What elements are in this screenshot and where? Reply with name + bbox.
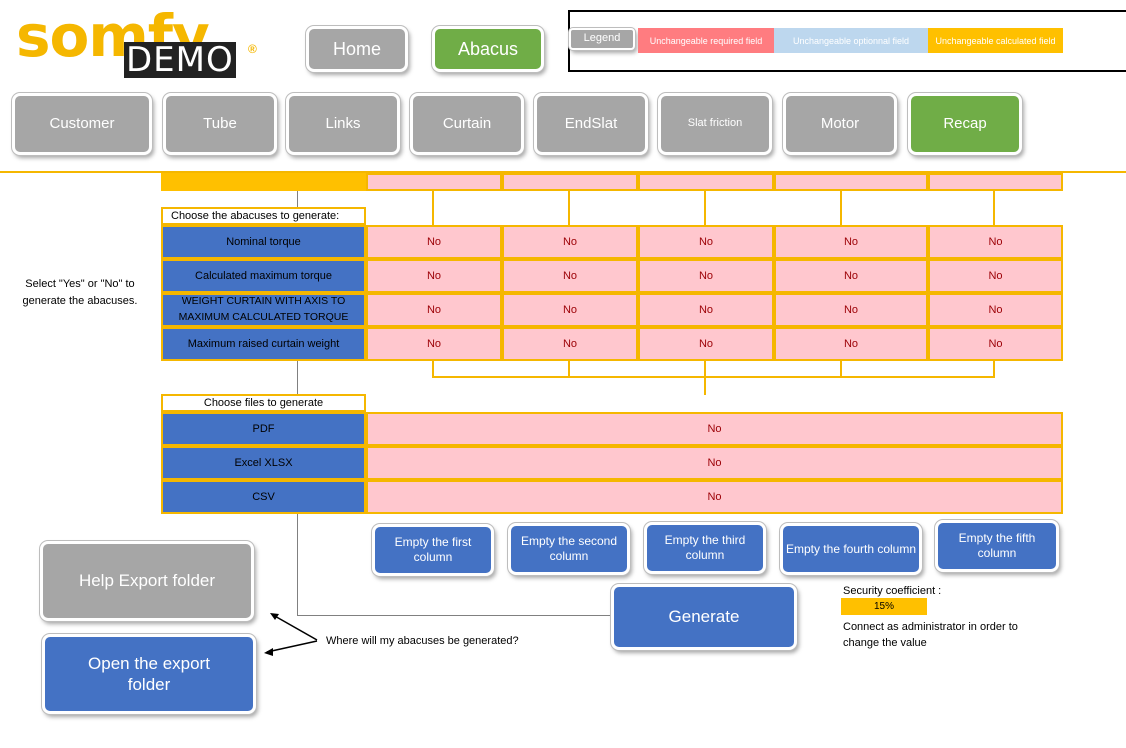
row-label-excel: Excel XLSX xyxy=(161,446,366,480)
separator-line xyxy=(0,171,1126,173)
empty-fourth-column-button[interactable]: Empty the fourth column xyxy=(780,523,922,575)
logo-registered: ® xyxy=(248,42,257,56)
connector xyxy=(432,361,434,378)
tab-motor[interactable]: Motor xyxy=(783,93,897,155)
connector xyxy=(432,376,995,378)
connector xyxy=(840,191,842,225)
connector xyxy=(993,191,995,225)
empty-third-column-button[interactable]: Empty the third column xyxy=(644,522,766,574)
help-export-folder-button[interactable]: Help Export folder xyxy=(40,541,254,621)
top-strip-cell xyxy=(366,173,502,191)
legend-button[interactable]: Legend xyxy=(569,28,635,50)
max-raised-weight-col4[interactable]: No xyxy=(774,327,928,361)
weight-curtain-col5[interactable]: No xyxy=(928,293,1063,327)
security-coefficient-label: Security coefficient : xyxy=(843,585,942,597)
flow-line xyxy=(297,514,298,616)
flow-line xyxy=(297,191,298,209)
row-label-weight-curtain: WEIGHT CURTAIN WITH AXIS TO MAXIMUM CALC… xyxy=(161,293,366,327)
nominal-torque-col5[interactable]: No xyxy=(928,225,1063,259)
empty-second-column-button[interactable]: Empty the second column xyxy=(508,523,630,575)
tab-links[interactable]: Links xyxy=(286,93,400,155)
connector xyxy=(568,361,570,378)
somfy-logo: somfy DEMO ® xyxy=(16,2,266,80)
calc-max-torque-col4[interactable]: No xyxy=(774,259,928,293)
row-label-nominal-torque: Nominal torque xyxy=(161,225,366,259)
row-label-max-raised-curtain-weight: Maximum raised curtain weight xyxy=(161,327,366,361)
nominal-torque-col2[interactable]: No xyxy=(502,225,638,259)
logo-demo: DEMO xyxy=(124,40,236,80)
connector xyxy=(840,361,842,378)
calc-max-torque-col5[interactable]: No xyxy=(928,259,1063,293)
weight-curtain-col1[interactable]: No xyxy=(366,293,502,327)
pointer-arrows xyxy=(264,613,318,656)
connector xyxy=(704,191,706,225)
nominal-torque-col4[interactable]: No xyxy=(774,225,928,259)
calc-max-torque-col3[interactable]: No xyxy=(638,259,774,293)
legend-required: Unchangeable required field xyxy=(638,28,774,53)
max-raised-weight-col3[interactable]: No xyxy=(638,327,774,361)
weight-curtain-col4[interactable]: No xyxy=(774,293,928,327)
tab-endslat[interactable]: EndSlat xyxy=(534,93,648,155)
abacus-button[interactable]: Abacus xyxy=(432,26,544,72)
security-admin-note: Connect as administrator in order to cha… xyxy=(843,621,1018,649)
top-strip-cell xyxy=(774,173,928,191)
top-strip-cell xyxy=(638,173,774,191)
connector xyxy=(568,191,570,225)
nominal-torque-col1[interactable]: No xyxy=(366,225,502,259)
row-label-calculated-max-torque: Calculated maximum torque xyxy=(161,259,366,293)
security-coefficient-value: 15% xyxy=(841,598,927,615)
legend-optional: Unchangeable optionnal field xyxy=(774,28,928,53)
tab-recap[interactable]: Recap xyxy=(908,93,1022,155)
weight-curtain-col3[interactable]: No xyxy=(638,293,774,327)
max-raised-weight-col5[interactable]: No xyxy=(928,327,1063,361)
empty-fifth-column-button[interactable]: Empty the fifth column xyxy=(935,520,1059,572)
home-button[interactable]: Home xyxy=(306,26,408,72)
top-strip-calculated xyxy=(161,173,366,191)
open-export-folder-button[interactable]: Open the export folder xyxy=(42,634,256,714)
top-strip-cell xyxy=(928,173,1063,191)
calc-max-torque-col1[interactable]: No xyxy=(366,259,502,293)
nominal-torque-col3[interactable]: No xyxy=(638,225,774,259)
empty-first-column-button[interactable]: Empty the first column xyxy=(372,524,494,576)
legend-calculated: Unchangeable calculated field xyxy=(928,28,1063,53)
calc-max-torque-col2[interactable]: No xyxy=(502,259,638,293)
top-strip-cell xyxy=(502,173,638,191)
connector xyxy=(993,361,995,378)
tab-tube[interactable]: Tube xyxy=(163,93,277,155)
abacus-side-note: Select "Yes" or "No" to generate the aba… xyxy=(22,278,138,307)
files-table-title: Choose files to generate xyxy=(161,394,366,412)
tab-curtain[interactable]: Curtain xyxy=(410,93,524,155)
max-raised-weight-col1[interactable]: No xyxy=(366,327,502,361)
tab-slat-friction[interactable]: Slat friction xyxy=(658,93,772,155)
connector xyxy=(704,361,706,395)
generate-button[interactable]: Generate xyxy=(611,584,797,650)
csv-value[interactable]: No xyxy=(366,480,1063,514)
pdf-value[interactable]: No xyxy=(366,412,1063,446)
flow-line xyxy=(297,615,613,616)
where-generated-note: Where will my abacuses be generated? xyxy=(326,635,519,647)
tab-customer[interactable]: Customer xyxy=(12,93,152,155)
excel-value[interactable]: No xyxy=(366,446,1063,480)
connector xyxy=(432,191,434,225)
flow-line xyxy=(297,360,298,394)
weight-curtain-col2[interactable]: No xyxy=(502,293,638,327)
abacus-table-title: Choose the abacuses to generate: xyxy=(161,207,366,225)
row-label-pdf: PDF xyxy=(161,412,366,446)
row-label-csv: CSV xyxy=(161,480,366,514)
max-raised-weight-col2[interactable]: No xyxy=(502,327,638,361)
